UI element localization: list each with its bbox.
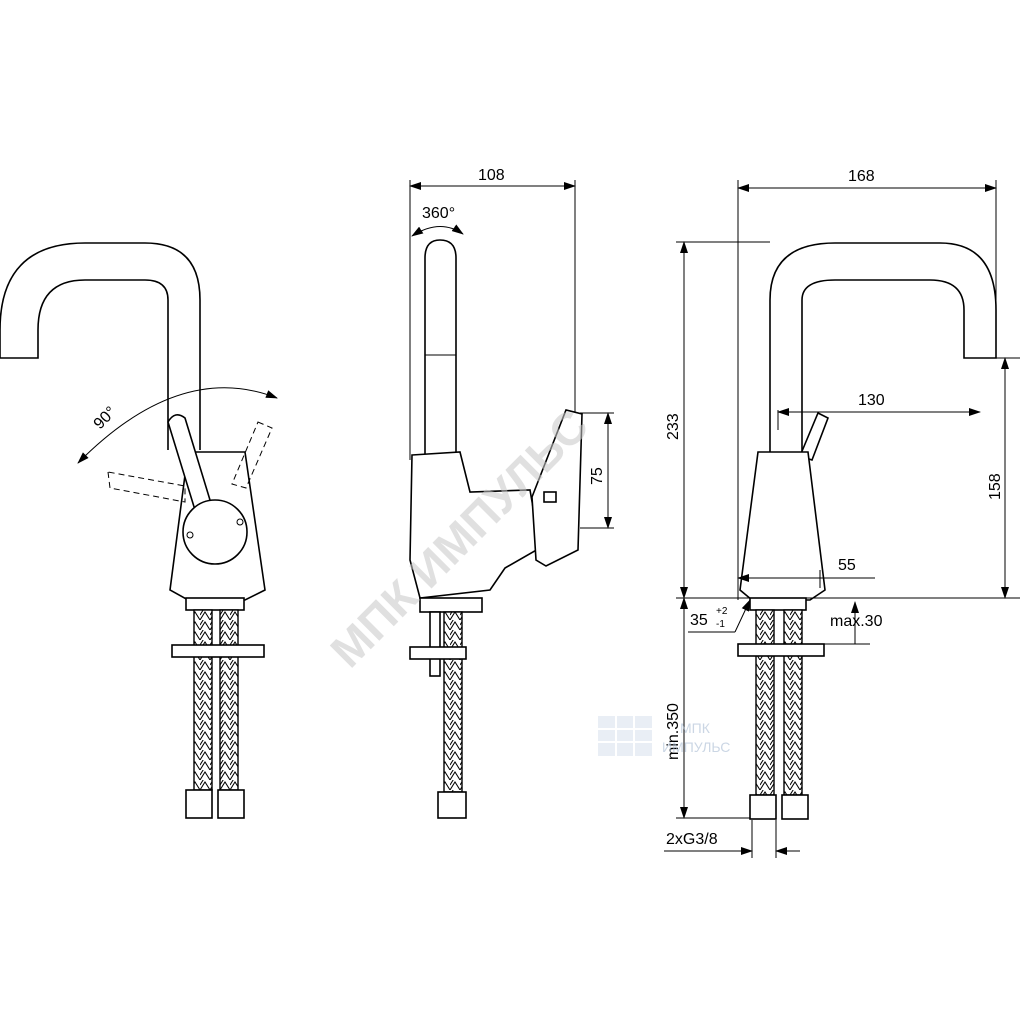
left-spout	[0, 242, 201, 450]
left-mount-plate	[171, 644, 265, 658]
left-hose-1	[193, 609, 213, 791]
watermark-logo: МПК ИМПУЛЬС	[598, 716, 730, 756]
hole-tol-minus: -1	[716, 619, 725, 630]
total-height-label: 233	[665, 413, 682, 440]
middle-bolt	[429, 611, 441, 677]
swivel-arc	[411, 224, 464, 237]
reach-label: 130	[858, 392, 885, 409]
middle-connector	[437, 791, 467, 819]
left-connector-2	[217, 789, 245, 819]
hole-diameter-label: 35	[690, 612, 708, 629]
left-hose-2	[219, 609, 239, 791]
width-side-label: 108	[478, 167, 505, 184]
handle-height-label: 75	[589, 467, 606, 485]
max-thickness-label: max.30	[830, 613, 883, 630]
right-hose-2	[783, 609, 803, 796]
right-view: 168 233 158 130 55 35 +2 -1 max.30 min.3	[664, 168, 1020, 858]
right-connector-1	[749, 794, 777, 820]
left-connector-1	[185, 789, 213, 819]
right-body	[739, 451, 826, 601]
svg-text:МПК: МПК	[680, 720, 711, 736]
left-view: 90°	[0, 242, 278, 819]
connection-label: 2xG3/8	[666, 831, 718, 848]
middle-hose	[443, 611, 463, 793]
width-front-label: 168	[848, 168, 875, 185]
left-base-nut	[185, 597, 245, 611]
right-hose-1	[755, 609, 775, 796]
right-mount-plate	[737, 643, 825, 657]
angle-swivel-label: 360°	[422, 205, 455, 222]
middle-spout	[424, 239, 457, 455]
angle-arc	[77, 387, 278, 464]
middle-mount-plate	[409, 646, 467, 660]
middle-handle	[531, 409, 583, 567]
hose-length-label: min.350	[665, 703, 682, 760]
hole-tol-plus: +2	[716, 606, 728, 617]
right-spout	[769, 242, 997, 452]
left-lever-knob	[182, 499, 248, 565]
right-connector-2	[781, 794, 809, 820]
angle-lever-label: 90°	[91, 404, 120, 433]
middle-body	[409, 451, 541, 599]
middle-view: 108 360° 75	[409, 167, 614, 819]
svg-text:ИМПУЛЬС: ИМПУЛЬС	[662, 739, 730, 755]
left-lever-ghost-left	[107, 471, 186, 503]
spout-height-label: 158	[987, 473, 1004, 500]
base-diameter-label: 55	[838, 557, 856, 574]
